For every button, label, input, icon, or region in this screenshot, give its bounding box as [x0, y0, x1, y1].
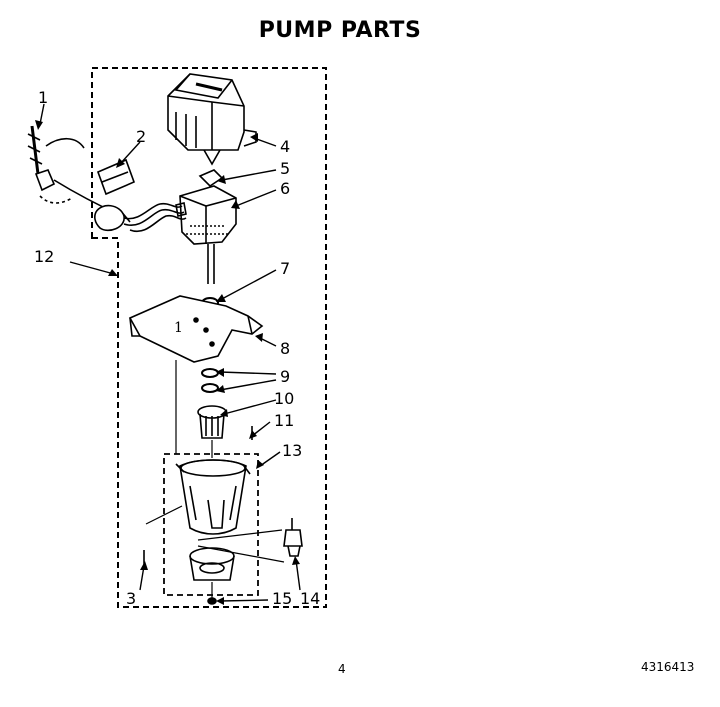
callout-12: 12	[34, 247, 54, 266]
page-number: 4	[338, 662, 346, 676]
callout-9: 9	[280, 367, 290, 386]
assembly-boundary-12	[91, 67, 327, 608]
callout-1: 1	[38, 88, 48, 107]
callout-5: 5	[280, 159, 290, 178]
power-cord-part	[27, 125, 85, 204]
leader-lines	[39, 103, 301, 602]
wire-shield-part	[96, 158, 136, 196]
valve-part	[283, 518, 303, 557]
bracket-stamp-mark: 1	[174, 320, 183, 336]
washer-part	[201, 383, 219, 393]
callout-14: 14	[300, 589, 320, 608]
callout-3: 3	[126, 589, 136, 608]
pump-motor-part	[175, 185, 237, 284]
arrowheads	[35, 120, 300, 605]
impeller-part	[197, 405, 227, 439]
motor-housing-part	[167, 73, 257, 166]
pump-base-part	[189, 547, 235, 581]
callout-7: 7	[280, 259, 290, 278]
pump-housing-box-13	[163, 453, 259, 596]
callout-6: 6	[280, 179, 290, 198]
mounting-bracket-part	[128, 295, 264, 363]
callout-15: 15	[272, 589, 292, 608]
callout-4: 4	[280, 137, 290, 156]
document-number: 4316413	[641, 660, 695, 674]
drain-plug-part	[207, 597, 217, 605]
callout-13: 13	[282, 441, 302, 460]
wire-harness	[53, 179, 187, 233]
callout-2: 2	[136, 127, 146, 146]
clip-part	[198, 169, 224, 188]
callout-8: 8	[280, 339, 290, 358]
callout-11: 11	[274, 411, 294, 430]
pump-housing-part	[175, 459, 251, 535]
page-title: PUMP PARTS	[258, 18, 422, 43]
callout-10: 10	[274, 389, 294, 408]
washer-part	[201, 368, 219, 378]
